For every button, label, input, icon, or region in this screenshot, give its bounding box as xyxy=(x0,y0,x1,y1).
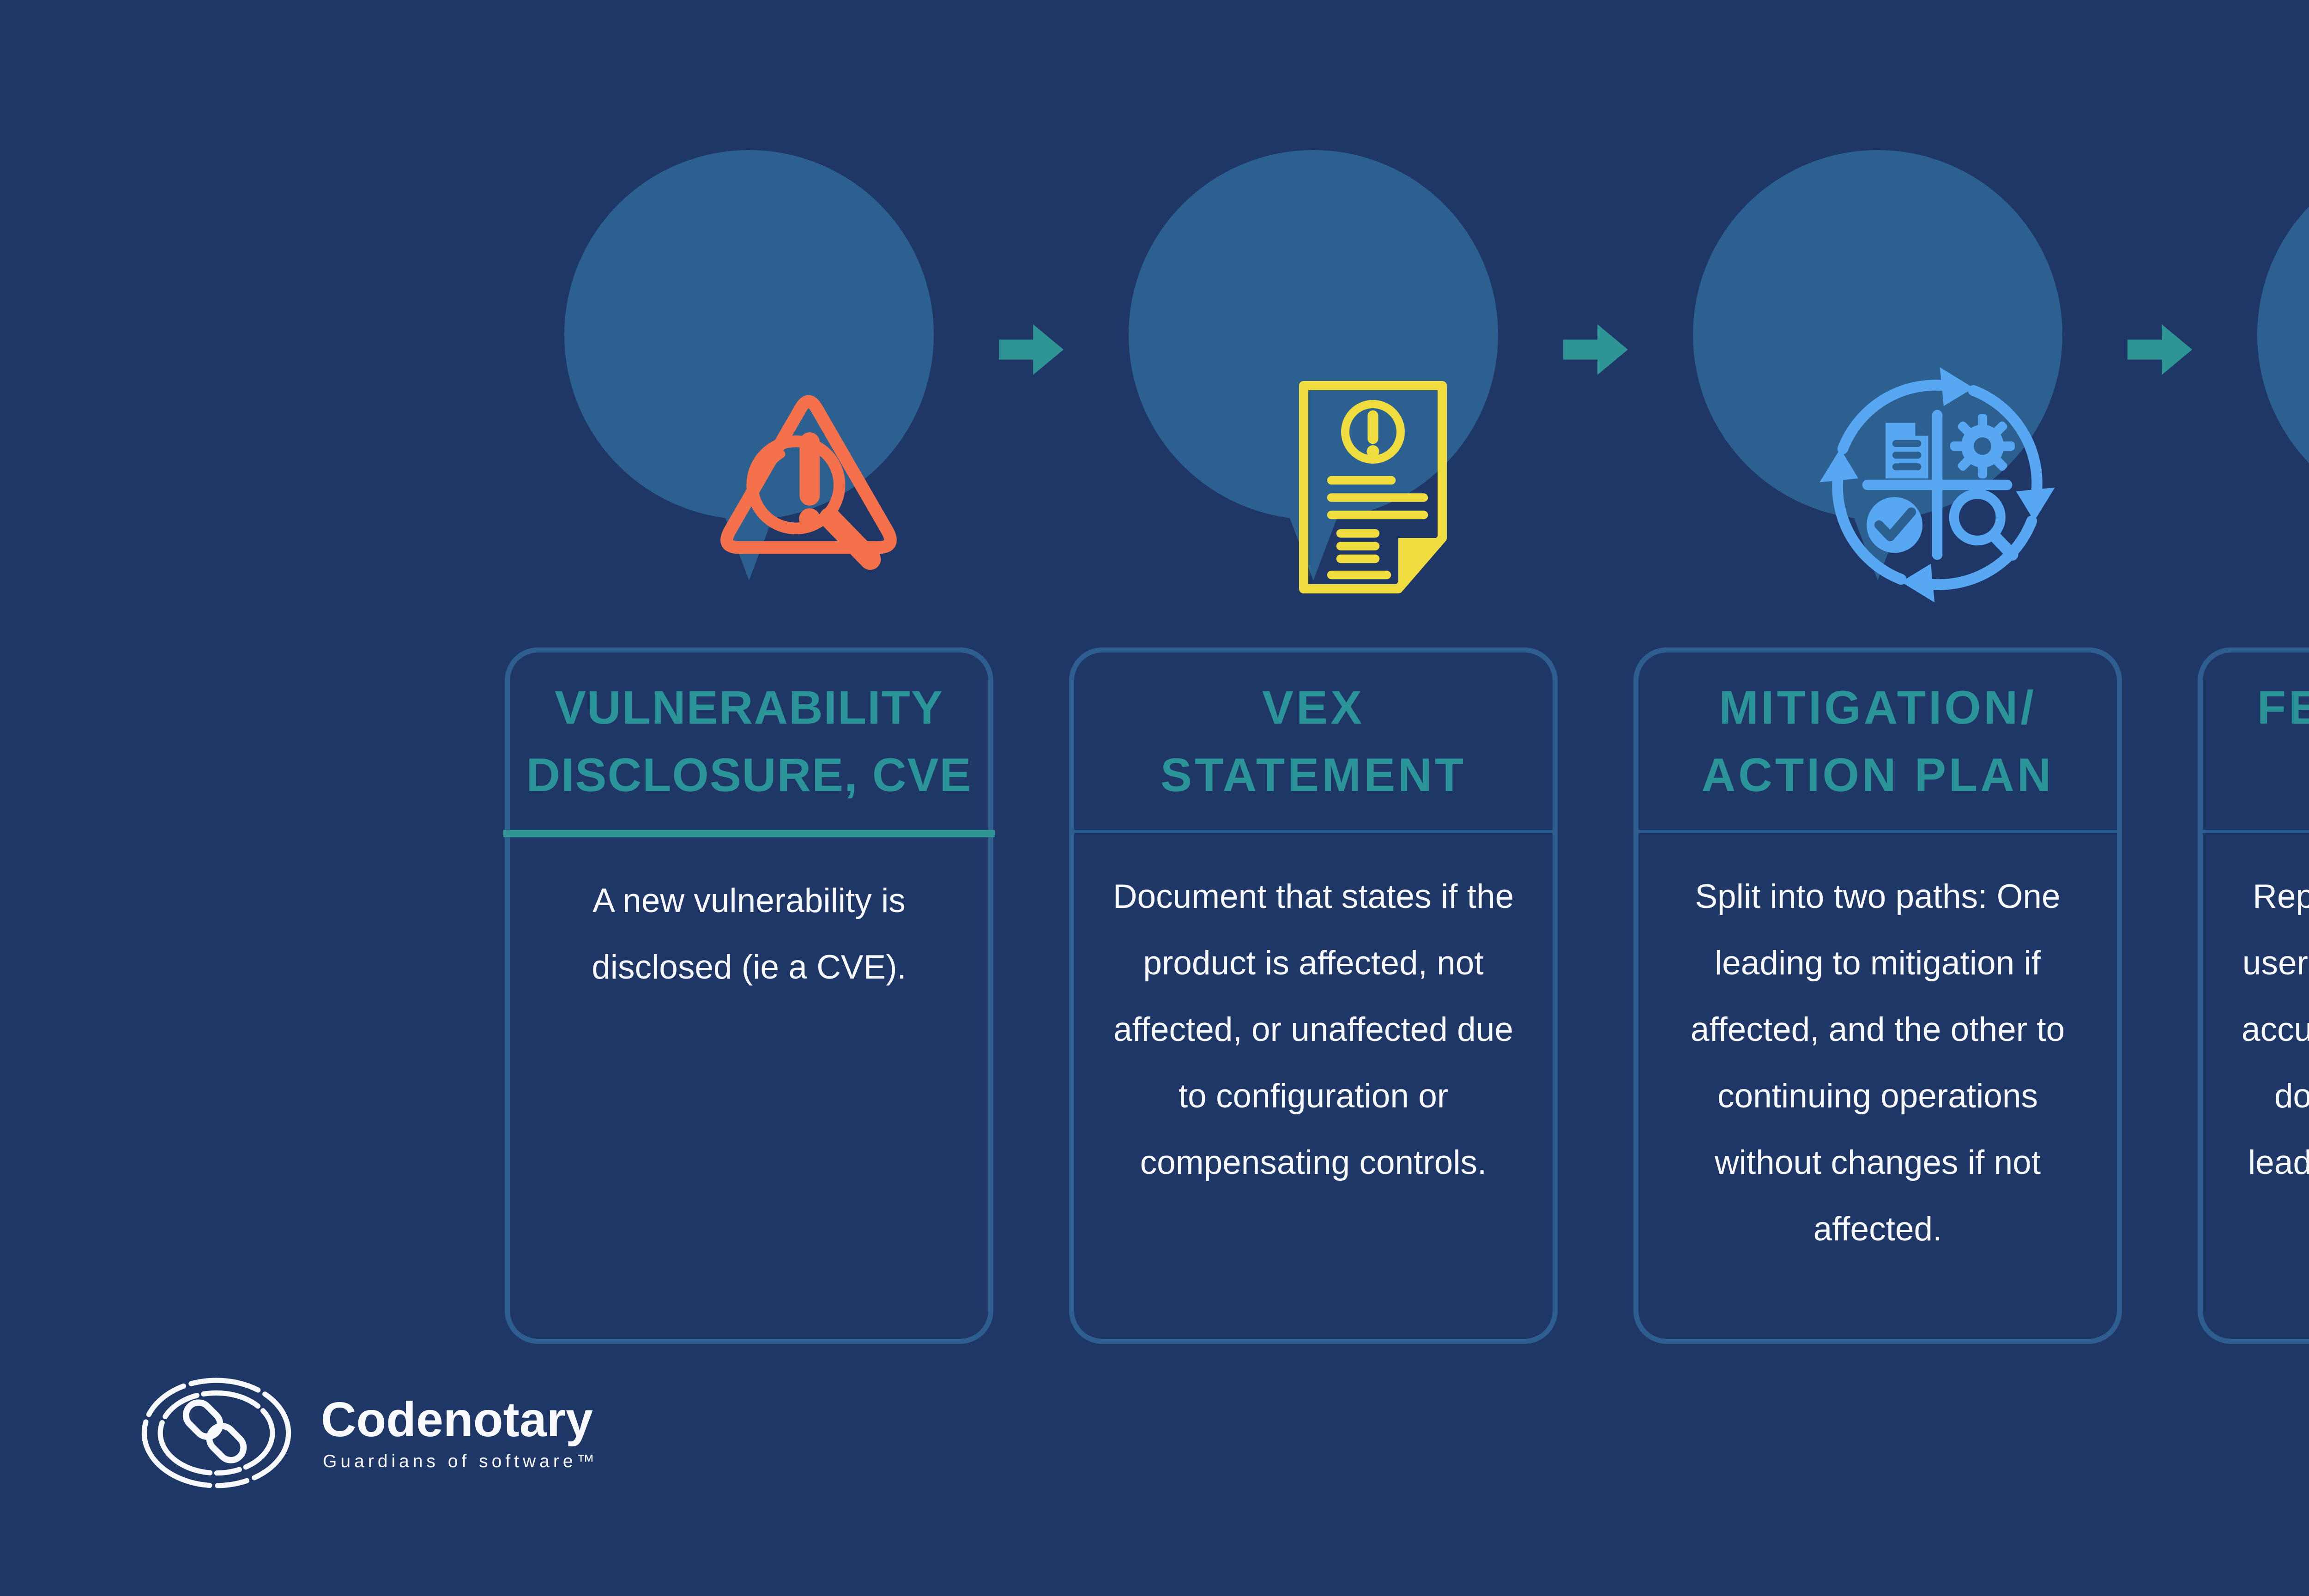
card-title-block: VULNERABILITY DISCLOSURE, CVE xyxy=(510,653,988,830)
flow-arrow-icon xyxy=(2128,324,2192,375)
speech-bubble-shape xyxy=(1129,150,1498,580)
card-body-text: Document that states if the product is a… xyxy=(1112,878,1514,1181)
card-title-line1: VULNERABILITY xyxy=(554,681,943,734)
step-card: FEEDBACK TOVENDORS Represent feedback fr… xyxy=(2198,647,2309,1344)
brand-name: Codenotary xyxy=(321,1392,593,1447)
card-title-line1: MITIGATION/ xyxy=(1719,681,2037,734)
step-vex-statement: VEX STATEMENT Document that states if the… xyxy=(1069,0,1558,1596)
step-card: VEX STATEMENT Document that states if the… xyxy=(1069,647,1558,1344)
codenotary-logo: Codenotary Guardians of software™ xyxy=(139,1375,598,1491)
card-title: VULNERABILITY DISCLOSURE, CVE xyxy=(526,674,972,809)
card-title-line2: STATEMENT xyxy=(1160,749,1467,801)
brand-text-block: Codenotary Guardians of software™ xyxy=(321,1394,598,1472)
chain-link-emblem-icon xyxy=(141,1378,291,1488)
gear-glyph xyxy=(1950,414,2015,478)
card-body-text: Split into two paths: One leading to mit… xyxy=(1690,878,2065,1248)
vex-document-icon xyxy=(1299,381,1447,593)
card-title-block: MITIGATION/ACTION PLAN xyxy=(1638,653,2117,830)
step-bubble xyxy=(564,150,934,612)
card-title-line1: FEEDBACK TO xyxy=(2257,681,2309,734)
flow-arrow-icon xyxy=(1563,324,1628,375)
card-title: MITIGATION/ACTION PLAN xyxy=(1702,674,2054,809)
card-title: FEEDBACK TOVENDORS xyxy=(2257,674,2309,809)
card-divider xyxy=(503,830,995,837)
card-body-text: A new vulnerability is disclosed (ie a C… xyxy=(592,882,907,986)
card-divider xyxy=(1074,830,1553,833)
step-vulnerability-disclosure: VULNERABILITY DISCLOSURE, CVE A new vulne… xyxy=(503,0,995,1596)
cve-search-warning-icon xyxy=(720,395,897,570)
step-mitigation-action-plan: MITIGATION/ACTION PLAN Split into two pa… xyxy=(1633,0,2122,1596)
card-title: VEX STATEMENT xyxy=(1161,674,1466,809)
step-feedback-to-vendors: FEEDBACK TOVENDORS Represent feedback fr… xyxy=(2198,0,2309,1596)
card-title-block: FEEDBACK TOVENDORS xyxy=(2203,653,2309,830)
step-card: VULNERABILITY DISCLOSURE, CVE A new vulne… xyxy=(503,647,995,1344)
mitigation-cycle-icon xyxy=(1808,356,2067,614)
card-body-text: Represent feedback from users to vendors… xyxy=(2241,878,2309,1181)
card-title-line2: DISCLOSURE, CVE xyxy=(526,749,972,801)
step-card: MITIGATION/ACTION PLAN Split into two pa… xyxy=(1633,647,2122,1344)
speech-bubble-shape xyxy=(564,150,934,580)
step-bubble xyxy=(1129,150,1498,612)
flow-arrow-icon xyxy=(999,324,1064,375)
card-divider xyxy=(2203,830,2309,833)
card-divider xyxy=(1638,830,2117,833)
step-bubble xyxy=(1693,150,2062,612)
card-title-line2: ACTION PLAN xyxy=(1701,749,2054,801)
card-title-block: VEX STATEMENT xyxy=(1074,653,1553,830)
speech-bubble-shape xyxy=(2257,206,2309,463)
brand-tagline: Guardians of software™ xyxy=(323,1451,598,1471)
card-title-line1: VEX xyxy=(1262,681,1365,734)
step-bubble xyxy=(2257,150,2309,612)
